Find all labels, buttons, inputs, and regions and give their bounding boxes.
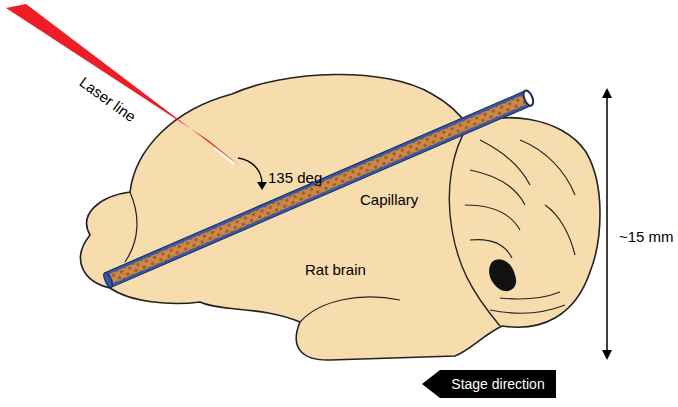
olfactory-fold (125, 192, 137, 262)
part-label: Rat brain (305, 262, 366, 279)
arrow-label: Stage direction (451, 377, 544, 391)
brain-outline (81, 74, 600, 360)
laser-label: Laser line (76, 74, 138, 126)
part-label: Capillary (360, 192, 418, 209)
angle-arrow (238, 158, 262, 184)
brain-fold (300, 297, 400, 322)
direction-arrow: Stage direction (422, 370, 556, 398)
laser-line-mark (214, 148, 234, 164)
cerebellum-folia (465, 140, 575, 313)
angle-arrowhead (257, 182, 267, 190)
capillary-tube (102, 89, 535, 288)
laser-beam (6, 4, 240, 166)
angle-label: 135 deg (268, 170, 322, 187)
dimension-label: ~15 mm (619, 229, 674, 246)
dimension-arrowhead (602, 350, 612, 360)
dimension-line (606, 96, 608, 352)
cerebellum (449, 126, 500, 326)
ventricle (489, 259, 516, 291)
dimension-arrowhead (602, 88, 612, 98)
